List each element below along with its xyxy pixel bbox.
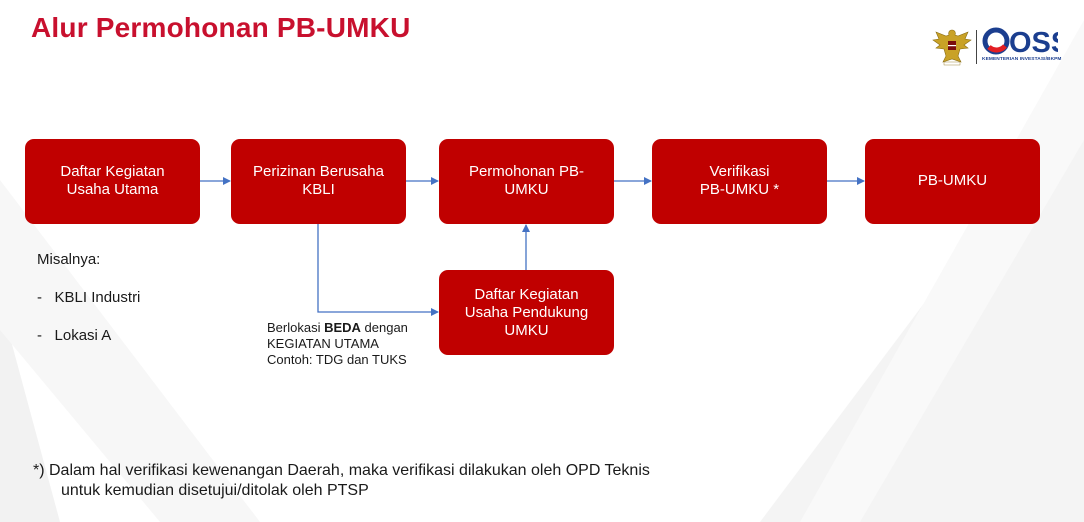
footnote: *) Dalam hal verifikasi kewenangan Daera… — [33, 461, 650, 501]
logo-divider — [976, 30, 977, 64]
box-daftar-kegiatan-usaha-pendukung: Daftar Kegiatan Usaha Pendukung UMKU — [439, 270, 614, 355]
box-pb-umku: PB-UMKU — [865, 139, 1040, 224]
note-suffix: dengan — [360, 320, 408, 335]
box-label: Daftar Kegiatan Usaha Utama — [60, 163, 165, 198]
example-item-label: Lokasi A — [54, 327, 112, 344]
box-label: Verifikasi PB-UMKU * — [699, 163, 780, 198]
bullet: - — [37, 289, 42, 306]
example-item: - Lokasi A — [37, 326, 140, 345]
page-title: Alur Permohonan PB-UMKU — [31, 12, 411, 43]
box-label: Daftar Kegiatan Usaha Pendukung UMKU — [464, 286, 589, 339]
garuda-emblem-icon — [932, 29, 972, 66]
example-item-label: KBLI Industri — [54, 289, 141, 306]
example-item: - KBLI Industri — [37, 288, 140, 307]
box-label: PB-UMKU — [917, 172, 988, 189]
box-perizinan-berusaha-kbli: Perizinan Berusaha KBLI — [231, 139, 406, 224]
example-heading: Misalnya: — [37, 251, 101, 268]
branch-note: Berlokasi BEDA dengan KEGIATAN UTAMA Con… — [267, 320, 408, 368]
footnote-line2: untuk kemudian disetujui/ditolak oleh PT… — [61, 482, 369, 499]
box-daftar-kegiatan-usaha-utama: Daftar Kegiatan Usaha Utama — [25, 139, 200, 224]
footnote-line1: *) Dalam hal verifikasi kewenangan Daera… — [33, 462, 650, 479]
bullet: - — [37, 327, 42, 344]
note-bold: BEDA — [324, 320, 361, 335]
box-permohonan-pb-umku: Permohonan PB- UMKU — [439, 139, 614, 224]
logo-subtitle: KEMENTERIAN INVESTASI/BKPM — [982, 57, 1062, 62]
box-label: Permohonan PB- UMKU — [468, 163, 585, 198]
note-line3: Contoh: TDG dan TUKS — [267, 352, 407, 367]
example-list: Misalnya: - KBLI Industri - Lokasi A — [37, 231, 140, 364]
oss-logo: OSS KEMENTERIAN INVESTASI/BKPM — [930, 26, 1062, 68]
box-label: Perizinan Berusaha KBLI — [253, 163, 384, 198]
box-verifikasi-pb-umku: Verifikasi PB-UMKU * — [652, 139, 827, 224]
oss-wordmark: OSS — [982, 27, 1058, 58]
note-line2: KEGIATAN UTAMA — [267, 336, 379, 351]
note-prefix: Berlokasi — [267, 320, 325, 335]
oss-brand-text: OSS — [1009, 27, 1058, 58]
